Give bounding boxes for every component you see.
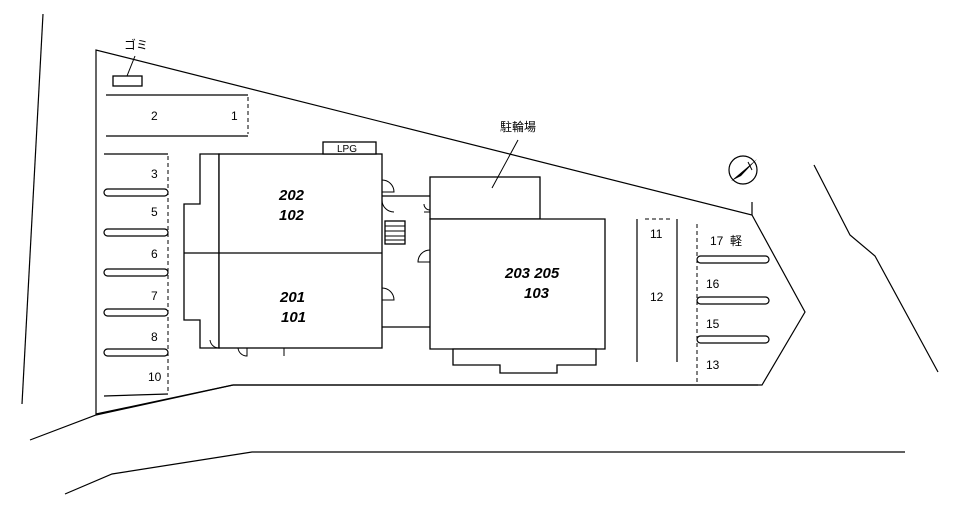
parking-space-6: 6 bbox=[151, 247, 158, 261]
parking-space-5: 5 bbox=[151, 205, 158, 219]
lot-boundary bbox=[95, 49, 806, 415]
unit-103: 103 bbox=[524, 285, 550, 302]
unit-201: 201 bbox=[279, 289, 305, 306]
parking-center-right: 11 12 bbox=[636, 218, 678, 362]
unit-203-205: 203 205 bbox=[504, 265, 560, 282]
unit-101: 101 bbox=[281, 309, 306, 326]
parking-space-2: 2 bbox=[151, 109, 158, 123]
garbage-label: ゴミ bbox=[124, 37, 148, 52]
parking-left: 3 5 6 7 8 10 bbox=[103, 153, 169, 397]
parking-space-10: 10 bbox=[148, 370, 162, 384]
garbage-leader-line bbox=[126, 55, 136, 77]
bicycle-parking: 駐輪場 bbox=[429, 119, 541, 220]
garbage-box bbox=[112, 75, 143, 87]
parking-space-8: 8 bbox=[151, 330, 158, 344]
parking-space-17: 17 bbox=[710, 234, 724, 248]
parking-space-7: 7 bbox=[151, 289, 158, 303]
lpg-label: LPG bbox=[337, 144, 357, 155]
parking-space-11: 11 bbox=[650, 227, 663, 241]
parking-top: 2 1 bbox=[106, 94, 249, 137]
parking-space-3: 3 bbox=[151, 167, 158, 181]
bicycle-parking-label: 駐輪場 bbox=[500, 119, 536, 134]
parking-space-1: 1 bbox=[231, 109, 238, 123]
parking-space-12: 12 bbox=[650, 290, 664, 304]
bicycle-parking-shed bbox=[429, 176, 541, 220]
lpg-box bbox=[322, 141, 377, 155]
building-west: LPG 202 102 201 101 bbox=[183, 141, 395, 357]
parking-space-13: 13 bbox=[706, 358, 720, 372]
bicycle-leader-line bbox=[491, 139, 519, 189]
unit-102: 102 bbox=[279, 207, 305, 224]
light-vehicle-label: 軽 bbox=[730, 234, 742, 248]
walkway-and-stairs bbox=[382, 195, 437, 328]
building-east: 203 205 103 bbox=[429, 218, 606, 374]
parking-space-16: 16 bbox=[706, 277, 720, 291]
parking-space-15: 15 bbox=[706, 317, 720, 331]
garbage-station: ゴミ bbox=[112, 37, 148, 87]
north-arrow-icon bbox=[728, 155, 758, 185]
parking-right: 17 軽 16 15 13 bbox=[696, 224, 770, 382]
unit-202: 202 bbox=[278, 187, 305, 204]
